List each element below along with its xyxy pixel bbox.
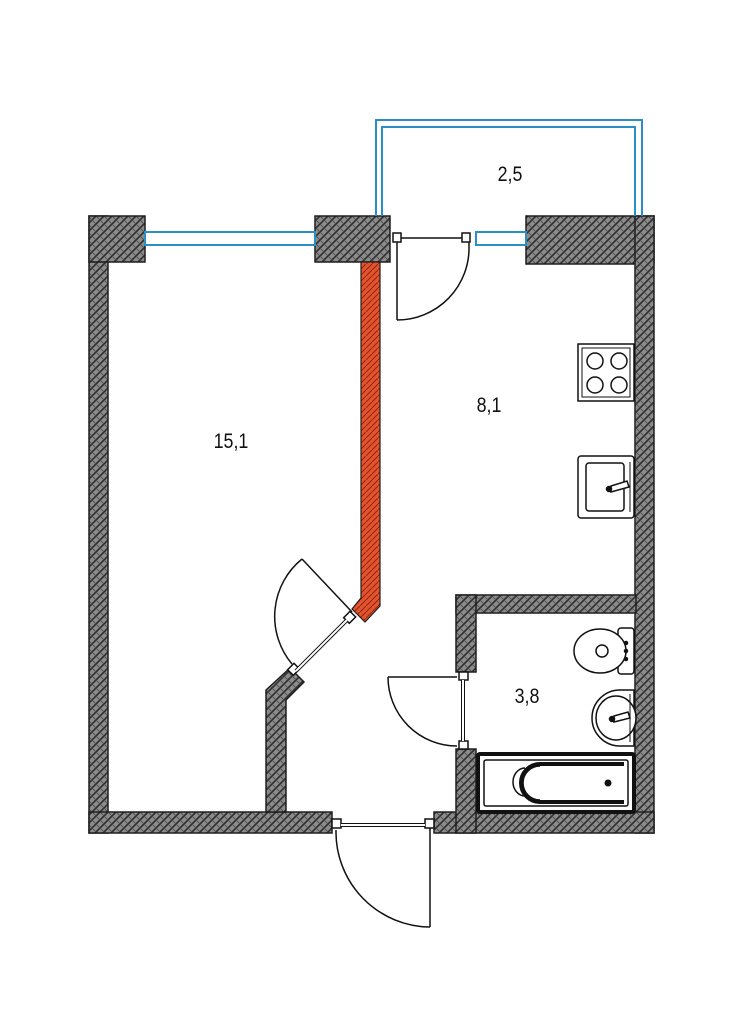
wall-living-hall [265,666,306,813]
wall-bathroom-left-lower [455,748,477,834]
toilet-icon [573,627,635,675]
kitchen-sink-icon [577,455,635,519]
wall-bathroom-top [455,594,637,614]
partition-wall [351,261,381,623]
wall-pier-top-right [525,215,655,265]
wall-bottom-left [88,811,333,834]
bathroom-area-label: 3,8 [515,685,540,709]
bathtub-icon [476,752,636,814]
door-balcony [392,232,471,321]
window-kitchen [475,231,527,246]
balcony-area-label: 2,5 [498,163,523,187]
walls [88,215,655,834]
door-bathroom [387,671,469,750]
window-living-room [144,231,316,246]
wall-left [88,215,109,834]
kitchen-area-label: 8,1 [477,394,502,418]
wall-right [634,215,655,834]
doors [274,232,471,928]
wall-pier-top-center [314,215,391,263]
windows [144,231,527,246]
wall-bathroom-left-upper [455,594,477,673]
living-room-area-label: 15,1 [214,430,249,454]
door-entrance [331,818,435,928]
balcony-outline [375,119,643,216]
cooktop-icon [577,343,635,402]
door-living-room [274,558,357,677]
washbasin-icon [591,689,637,747]
wall-pier-top-left [88,215,146,263]
